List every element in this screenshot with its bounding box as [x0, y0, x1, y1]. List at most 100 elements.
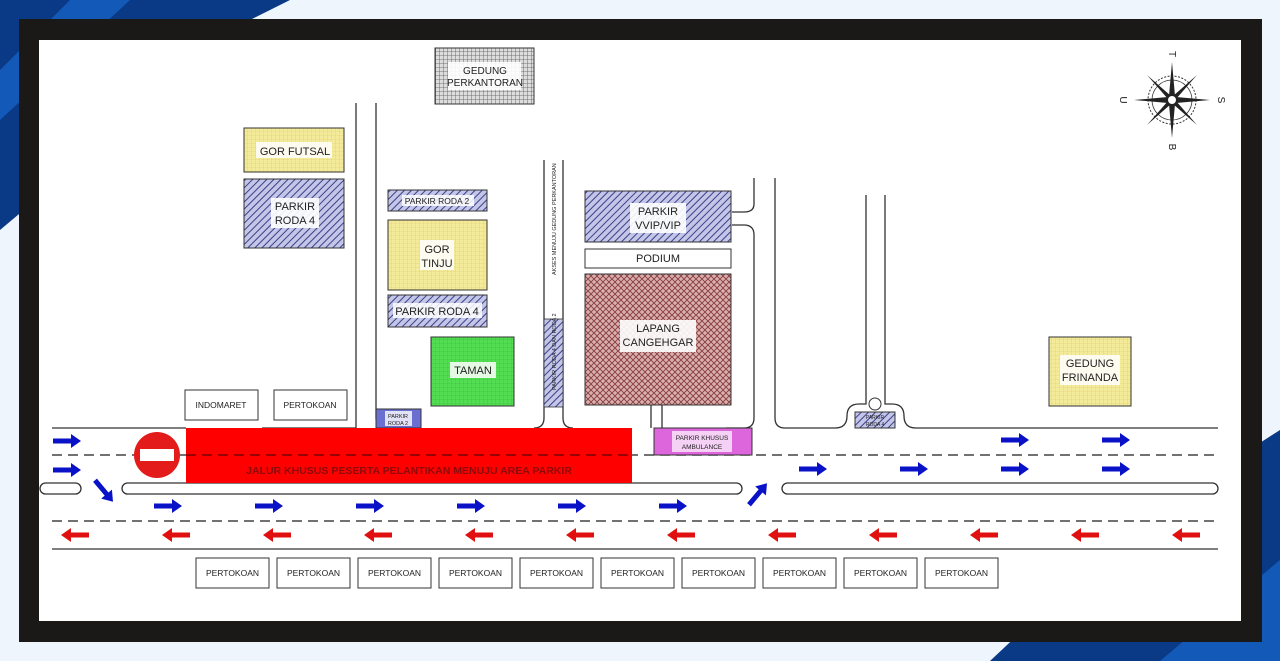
compass-label-east: T: [1166, 51, 1177, 57]
special-lane-label: JALUR KHUSUS PESERTA PELANTIKAN MENUJU A…: [246, 465, 572, 477]
pertokoan-bottom: PERTOKOAN: [195, 557, 270, 589]
arrow-right-blue-icon: [1102, 462, 1130, 476]
podium-label: PODIUM: [636, 253, 680, 265]
gedung-frinanda: GEDUNG FRINANDA: [1048, 336, 1132, 407]
gor-tinju: GOR TINJU: [387, 219, 488, 291]
pertokoan-bottom: PERTOKOAN: [762, 557, 837, 589]
arrow-right-blue-icon: [1001, 433, 1029, 447]
pertokoan-bottom: PERTOKOAN: [276, 557, 351, 589]
medians: [39, 482, 1219, 495]
arrow-left-red-icon: [566, 528, 594, 542]
pertokoan-top-label: PERTOKOAN: [283, 400, 336, 410]
pertokoan-bottom: PERTOKOAN: [519, 557, 594, 589]
parking-roda2-small: PARKIR RODA 2: [375, 408, 422, 429]
pertokoan-bottom-label: PERTOKOAN: [449, 568, 502, 578]
compass-label-north: U: [1117, 96, 1128, 103]
lapang-cangehgar: LAPANG CANGEHGAR: [584, 273, 732, 406]
pertokoan-bottom-row: PERTOKOAN PERTOKOAN PERTOKOAN PERTOKOAN PERT…: [195, 557, 999, 589]
lapang-label-1: LAPANG: [636, 323, 680, 335]
podium: PODIUM: [584, 248, 732, 269]
arrow-left-red-icon: [768, 528, 796, 542]
arrow-left-red-icon: [970, 528, 998, 542]
gor-futsal-label: GOR FUTSAL: [260, 146, 330, 158]
parking-roda4-left: PARKIR RODA 4: [243, 178, 345, 249]
arrow-right-blue-icon: [93, 478, 113, 502]
arrow-right-blue-icon: [53, 434, 81, 448]
pertokoan-bottom: PERTOKOAN: [600, 557, 675, 589]
parking-roda4-small-label-1: PARKIR: [866, 415, 885, 421]
taman-label: TAMAN: [454, 365, 492, 377]
taman-park: TAMAN: [430, 336, 515, 407]
arrow-left-red-icon: [667, 528, 695, 542]
arrow-right-blue-icon: [799, 462, 827, 476]
office-building: GEDUNG PERKANTORAN: [434, 47, 535, 105]
access-road: AKSES MENUJU GEDUNG PERKANTORAN PARKIR R…: [543, 163, 564, 408]
arrow-right-blue-icon: [659, 499, 687, 513]
arrow-right-blue-icon: [356, 499, 384, 513]
office-building-label-2: PERKANTORAN: [447, 78, 523, 89]
arrow-right-blue-icon: [900, 462, 928, 476]
office-building-label-1: GEDUNG: [463, 66, 507, 77]
pertokoan-bottom-label: PERTOKOAN: [692, 568, 745, 578]
indomaret: INDOMARET: [184, 389, 259, 421]
parking-roda4-small: PARKIR RODA 4: [854, 397, 896, 429]
arrow-right-blue-icon: [154, 499, 182, 513]
pertokoan-bottom: PERTOKOAN: [357, 557, 432, 589]
indomaret-label: INDOMARET: [196, 400, 247, 410]
arrow-right-blue-icon: [53, 463, 81, 477]
arrow-left-red-icon: [1172, 528, 1200, 542]
arrow-right-blue-icon: [558, 499, 586, 513]
arrow-left-red-icon: [1071, 528, 1099, 542]
pertokoan-top: PERTOKOAN: [273, 389, 348, 421]
parking-roda4-left-label-1: PARKIR: [275, 201, 315, 213]
no-entry-sign-icon: [134, 432, 180, 478]
compass-label-west: B: [1166, 144, 1177, 151]
ambulance-label-2: AMBULANCE: [682, 444, 723, 451]
parking-roda2-small-label-2: RODA 2: [388, 421, 408, 427]
pertokoan-bottom-label: PERTOKOAN: [287, 568, 340, 578]
parking-roda2-top-label: PARKIR RODA 2: [405, 196, 470, 206]
compass-rose-icon: T S B U: [1117, 51, 1226, 151]
gor-tinju-label-2: TINJU: [421, 258, 452, 270]
parking-roda4-left-label-2: RODA 4: [275, 215, 315, 227]
parking-roda4-mid-label: PARKIR RODA 4: [395, 306, 479, 318]
parking-vvip-label-1: PARKIR: [638, 206, 678, 218]
compass-label-south: S: [1215, 97, 1226, 104]
gedung-frinanda-label-1: GEDUNG: [1066, 358, 1114, 370]
arrow-right-blue-icon: [747, 483, 767, 507]
special-lane: JALUR KHUSUS PESERTA PELANTIKAN MENUJU A…: [186, 428, 632, 483]
parking-roda2-small-label-1: PARKIR: [388, 414, 408, 420]
parking-vvip-label-2: VVIP/VIP: [635, 220, 681, 232]
pertokoan-bottom-label: PERTOKOAN: [611, 568, 664, 578]
ambulance-label-1: PARKIR KHUSUS: [676, 435, 729, 442]
arrow-right-blue-icon: [1102, 433, 1130, 447]
pertokoan-bottom-label: PERTOKOAN: [854, 568, 907, 578]
parking-roda4-mid: PARKIR RODA 4: [387, 294, 488, 328]
pertokoan-bottom-label: PERTOKOAN: [530, 568, 583, 578]
pertokoan-bottom: PERTOKOAN: [681, 557, 756, 589]
pertokoan-bottom-label: PERTOKOAN: [368, 568, 421, 578]
parking-roda4-small-label-2: RODA 4: [866, 422, 885, 428]
gedung-frinanda-label-2: FRINANDA: [1062, 372, 1119, 384]
lapang-label-2: CANGEHGAR: [623, 337, 694, 349]
pertokoan-bottom: PERTOKOAN: [843, 557, 918, 589]
arrow-right-blue-icon: [1001, 462, 1029, 476]
gor-tinju-label-1: GOR: [424, 244, 449, 256]
parking-vvip: PARKIR VVIP/VIP: [584, 190, 732, 243]
arrow-left-red-icon: [263, 528, 291, 542]
pertokoan-bottom: PERTOKOAN: [438, 557, 513, 589]
pertokoan-bottom-label: PERTOKOAN: [773, 568, 826, 578]
pertokoan-bottom-label: PERTOKOAN: [206, 568, 259, 578]
arrow-left-red-icon: [61, 528, 89, 542]
pertokoan-bottom-label: PERTOKOAN: [935, 568, 988, 578]
ambulance-parking: PARKIR KHUSUS AMBULANCE: [653, 427, 753, 456]
access-parking-label: PARKIR RODA 4 DAN RODA 2: [552, 313, 558, 390]
parking-roda2-top: PARKIR RODA 2: [387, 189, 488, 212]
gor-futsal: GOR FUTSAL: [243, 127, 345, 173]
arrow-left-red-icon: [364, 528, 392, 542]
access-road-label: AKSES MENUJU GEDUNG PERKANTORAN: [552, 163, 558, 275]
arrow-right-blue-icon: [255, 499, 283, 513]
arrow-left-red-icon: [869, 528, 897, 542]
traffic-arrows: [53, 433, 1200, 542]
arrow-left-red-icon: [465, 528, 493, 542]
